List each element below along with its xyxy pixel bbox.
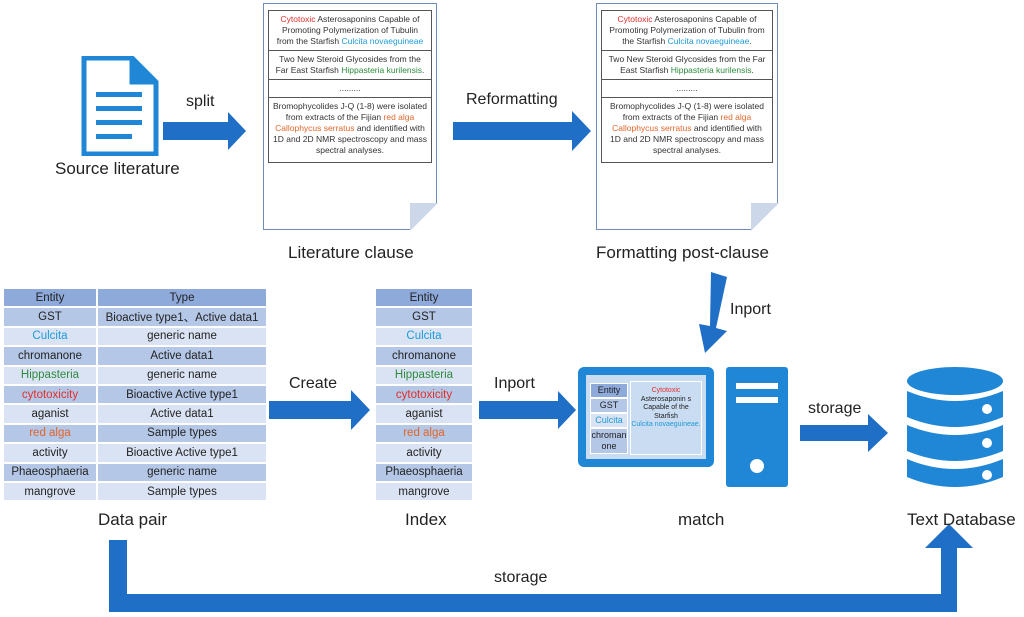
monitor-screen: Entity GST Culcita chroman one Cytotoxic… <box>586 375 706 459</box>
post-clause-document: Cytotoxic Asterosaponins Capable of Prom… <box>596 3 779 231</box>
header-entity: Entity <box>374 286 474 309</box>
arrow-storage-right <box>800 414 888 452</box>
clause-1: Cytotoxic Asterosaponins Capable of Prom… <box>601 10 773 51</box>
table-row: Phaeosphaeria <box>374 461 474 483</box>
table-row: Hippasteria <box>374 364 474 386</box>
clause-3: ......... <box>601 80 773 98</box>
table-row: Culcita <box>374 325 474 348</box>
clause-4: Bromophycolides J-Q (1-8) were isolated … <box>601 98 773 163</box>
caption-match: match <box>678 510 725 529</box>
clause-1: Cytotoxic Asterosaponins Capable of Prom… <box>268 10 432 51</box>
document-icon <box>80 55 160 157</box>
header-entity: Entity <box>2 286 98 309</box>
table-row: activity <box>374 442 474 464</box>
caption-formatting-post-clause: Formatting post-clause <box>596 243 769 262</box>
caption-index: Index <box>405 510 447 529</box>
arrow-split <box>163 112 246 150</box>
table-row: GST <box>374 306 474 328</box>
label-split: split <box>186 93 215 110</box>
clause-2: Two New Steroid Glycosides from the Far … <box>601 51 773 80</box>
label-inport-down: Inport <box>730 301 771 318</box>
caption-text-database: Text Database <box>907 510 1016 529</box>
header-type: Type <box>96 286 268 309</box>
arrow-create <box>269 390 370 430</box>
literature-clause-document: Cytotoxic Asterosaponins Capable of Prom… <box>263 3 438 231</box>
arrow-storage-bottom <box>109 524 973 612</box>
screen-clause: Cytotoxic Asterosaponin s Capable of the… <box>630 381 702 455</box>
arrow-inport <box>479 391 576 429</box>
arrow-inport-down <box>699 272 727 353</box>
screen-table: Entity GST Culcita chroman one <box>590 383 628 454</box>
clause-4: Bromophycolides J-Q (1-8) were isolated … <box>268 98 432 163</box>
label-inport: Inport <box>494 375 535 392</box>
label-reformatting: Reformatting <box>466 91 558 108</box>
page-fold <box>751 203 779 231</box>
table-row: red alga <box>374 422 474 445</box>
clause-2: Two New Steroid Glycosides from the Far … <box>268 51 432 80</box>
label-storage-bottom: storage <box>494 569 548 586</box>
clause-3: ......... <box>268 80 432 98</box>
table-row: cytotoxicity <box>374 383 474 406</box>
database-icon <box>905 365 1005 495</box>
table-row: aganist <box>374 403 474 425</box>
label-create: Create <box>289 375 338 392</box>
caption-data-pair: Data pair <box>98 510 167 529</box>
caption-source-literature: Source literature <box>55 159 180 178</box>
table-row: mangrove <box>374 480 474 503</box>
label-storage-right: storage <box>808 400 862 417</box>
page-fold <box>410 203 438 231</box>
table-row: chromanone <box>374 345 474 367</box>
arrow-reformatting <box>453 111 591 151</box>
index-table: Entity GST Culcita chromanone Hippasteri… <box>374 286 474 503</box>
caption-literature-clause: Literature clause <box>288 243 414 262</box>
pc-tower <box>726 367 788 487</box>
